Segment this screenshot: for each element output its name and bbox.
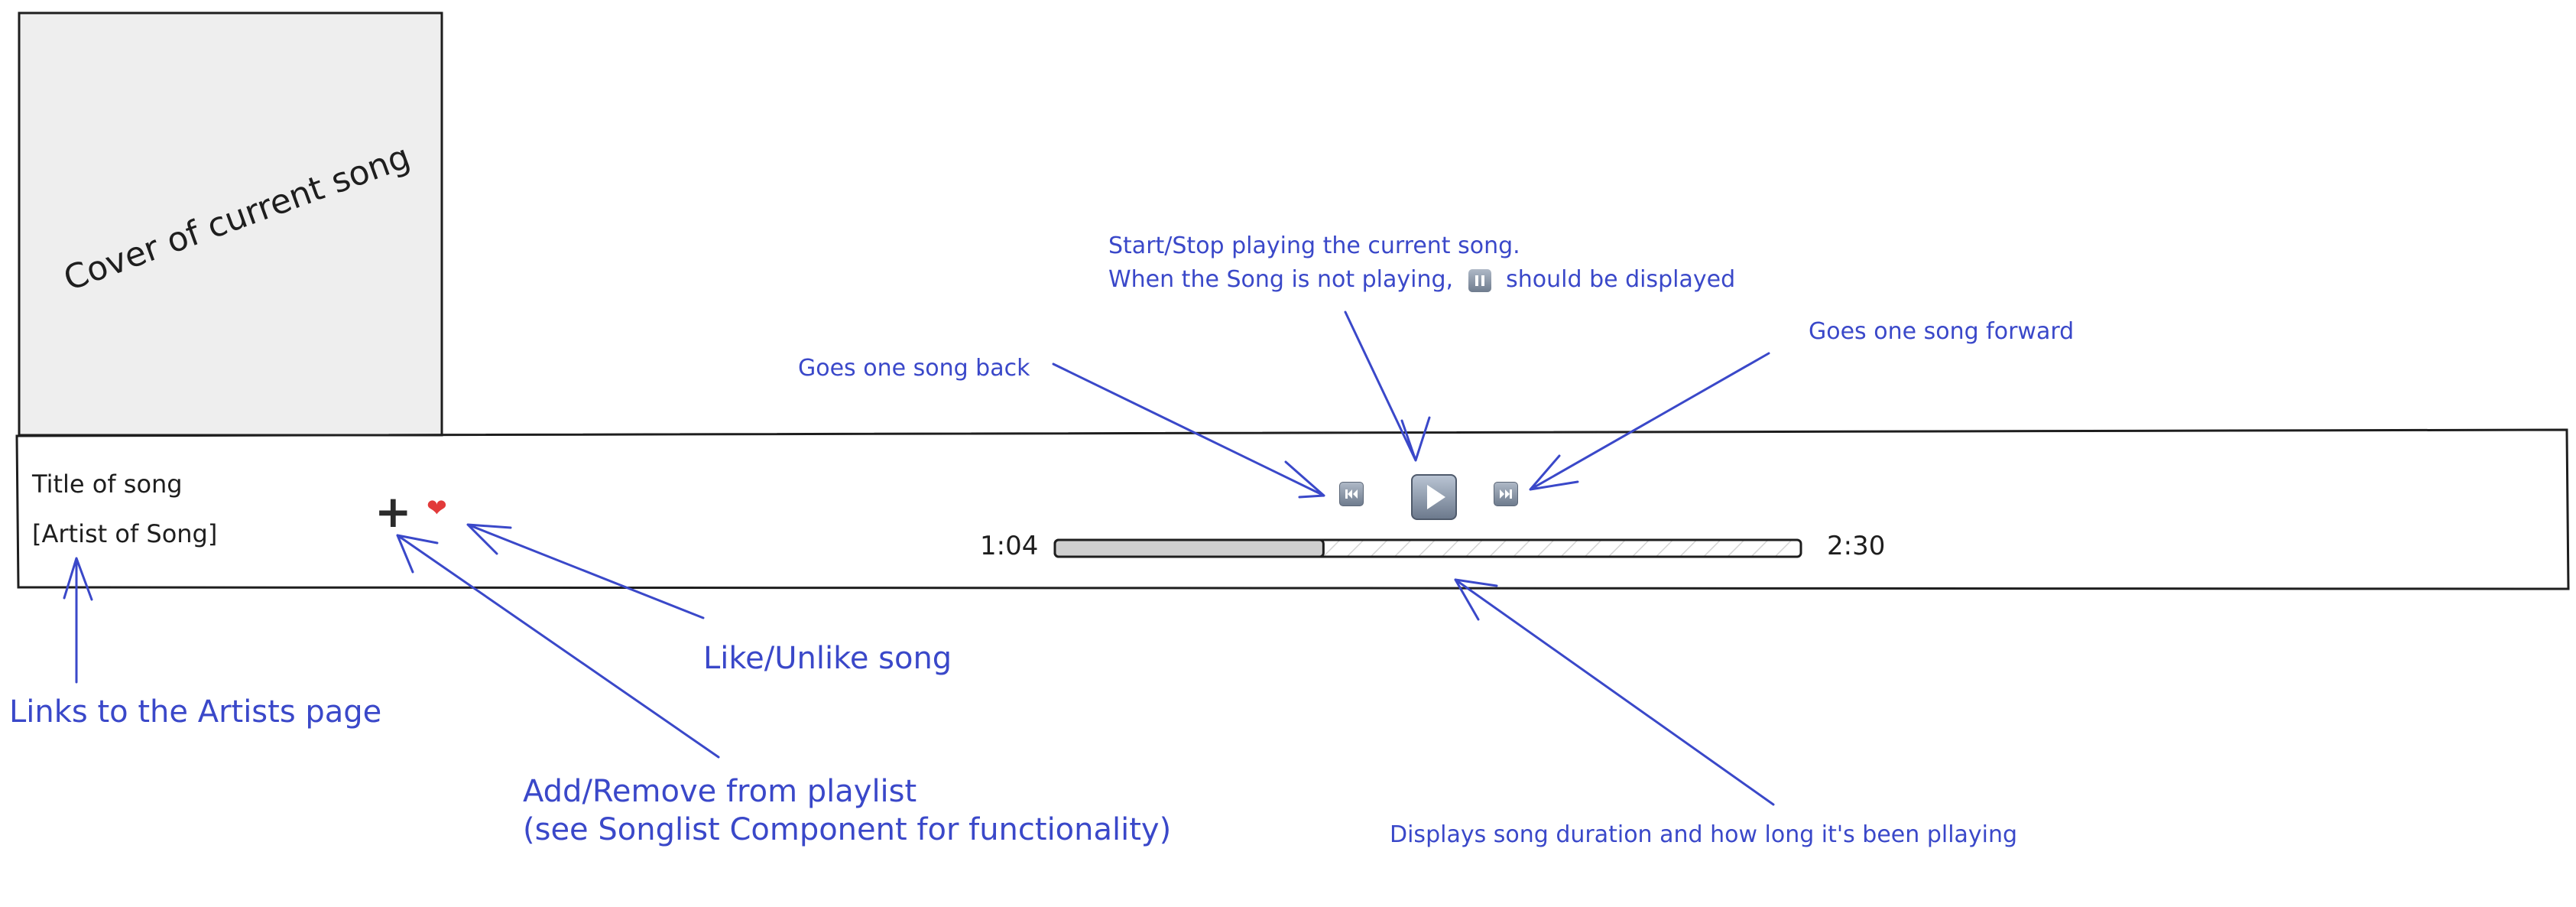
arrow-progress [1454, 578, 1775, 806]
cover-box [18, 11, 443, 437]
annotation-play-line2-a: When the Song is not playing, [1108, 266, 1454, 293]
annotation-playlist-line2: (see Songlist Component for functionalit… [523, 812, 1172, 847]
arrow-playlist [396, 534, 720, 759]
annotation-progress: Displays song duration and how long it's… [1390, 821, 2018, 848]
arrow-artist [63, 557, 93, 684]
arrow-play [1344, 310, 1431, 462]
song-title: Title of song [32, 470, 183, 499]
annotation-play-line2-b: should be displayed [1506, 266, 1736, 293]
play-icon[interactable] [1411, 474, 1457, 520]
annotation-artist-link: Links to the Artists page [9, 694, 382, 730]
skip-back-icon[interactable] [1339, 482, 1364, 506]
player-bar [15, 428, 2570, 590]
total-duration: 2:30 [1827, 531, 1886, 561]
progress-fill [1053, 538, 1325, 558]
arrow-like [466, 523, 705, 619]
arrow-forward [1529, 352, 1770, 491]
heart-icon[interactable]: ❤ [427, 493, 447, 522]
skip-forward-icon[interactable] [1494, 482, 1518, 506]
plus-icon[interactable]: + [375, 486, 412, 538]
pause-icon [1468, 268, 1491, 292]
annotation-playlist-line1: Add/Remove from playlist [523, 774, 917, 809]
annotation-play-line2: When the Song is not playing, should be … [1108, 265, 1735, 296]
annotation-play-line1: Start/Stop playing the current song. [1108, 232, 1520, 259]
annotation-back: Goes one song back [798, 355, 1030, 382]
elapsed-time: 1:04 [980, 531, 1039, 561]
artist-link[interactable]: [Artist of Song] [32, 519, 218, 548]
annotation-forward: Goes one song forward [1809, 318, 2075, 345]
annotation-like: Like/Unlike song [703, 641, 952, 676]
arrow-back [1052, 362, 1325, 499]
